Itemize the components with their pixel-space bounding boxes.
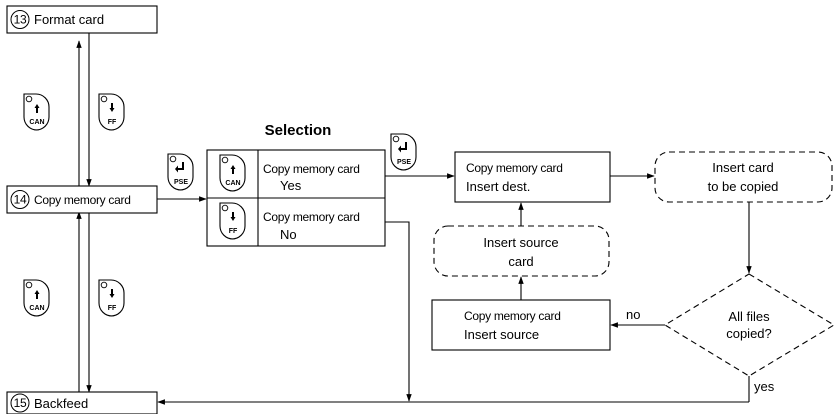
insert-source-line1: Copy memory card	[464, 309, 561, 323]
menu-item-14-number: 14	[14, 193, 27, 207]
ff-key-icon: FF	[98, 279, 125, 317]
insert-source-prompt-line1: Insert source	[483, 235, 558, 250]
ff-key-icon: FF	[219, 202, 246, 240]
menu-item-13-number: 13	[14, 13, 27, 27]
menu-item-14-label: Copy memory card	[34, 193, 131, 207]
yes-label: yes	[754, 379, 775, 394]
selection-no-line1: Copy memory card	[263, 210, 360, 224]
can-key-label: CAN	[225, 180, 240, 187]
selection-yes-line1: Copy memory card	[263, 162, 360, 176]
decision-line2: copied?	[726, 326, 772, 341]
decision-line1: All files	[728, 309, 770, 324]
step-number-circle	[10, 10, 30, 29]
insert-source-box: Copy memory card Insert source	[431, 299, 611, 351]
insert-card-line2: to be copied	[708, 179, 779, 194]
step-number-circle	[10, 393, 30, 413]
arrow-no-to-backfeed	[385, 221, 412, 402]
pse-key-label: PSE	[174, 179, 188, 186]
can-key-label: CAN	[29, 305, 44, 312]
insert-dest-box: Copy memory card Insert dest.	[454, 151, 611, 203]
insert-card-to-copy-prompt: Insert card to be copied	[654, 151, 833, 203]
ff-key-label: FF	[229, 228, 238, 235]
can-key-icon: CAN	[219, 154, 246, 192]
menu-item-15-number: 15	[14, 396, 27, 410]
menu-item-15-label: Backfeed	[34, 396, 88, 411]
insert-source-card-prompt: Insert source card	[433, 225, 610, 277]
ff-key-label: FF	[108, 119, 117, 126]
selection-title: Selection	[265, 122, 332, 139]
can-key-label: CAN	[29, 119, 44, 126]
menu-item-backfeed: 15 Backfeed	[6, 391, 158, 414]
all-files-copied-decision: All files copied?	[663, 273, 836, 377]
insert-source-line2: Insert source	[464, 327, 539, 342]
can-key-icon: CAN	[23, 279, 50, 317]
selection-box	[206, 149, 386, 247]
pse-key-icon: PSE	[167, 153, 194, 191]
insert-source-prompt-line2: card	[508, 254, 533, 269]
insert-dest-line1: Copy memory card	[466, 161, 563, 175]
no-label: no	[626, 307, 640, 322]
can-key-icon: CAN	[23, 93, 50, 131]
menu-item-13-label: Format card	[34, 12, 104, 27]
selection-no-line2: No	[280, 227, 297, 242]
ff-key-icon: FF	[98, 93, 125, 131]
selection-yes-line2: Yes	[280, 178, 302, 193]
pse-key-icon: PSE	[390, 133, 417, 171]
step-number-circle	[10, 190, 30, 209]
insert-dest-line2: Insert dest.	[466, 179, 530, 194]
ff-key-label: FF	[108, 305, 117, 312]
pse-key-label: PSE	[397, 159, 411, 166]
menu-item-copy-memory-card: 14 Copy memory card	[6, 185, 158, 214]
menu-item-format-card: 13 Format card	[6, 5, 158, 34]
insert-card-line1: Insert card	[712, 160, 773, 175]
